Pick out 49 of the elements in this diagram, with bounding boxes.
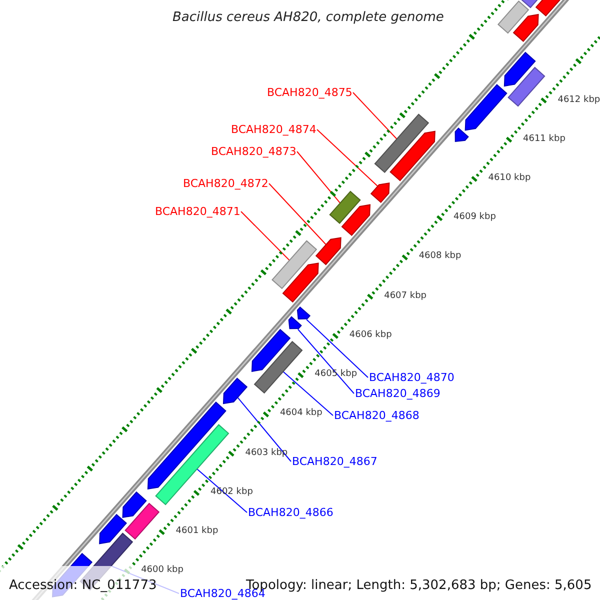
scale-label: 4601 kbp bbox=[176, 527, 218, 536]
gene-label: BCAH820_4875 bbox=[267, 87, 352, 98]
leader-line bbox=[240, 211, 290, 261]
gene-block bbox=[122, 491, 147, 518]
leader-line bbox=[316, 129, 378, 187]
leader-line bbox=[297, 328, 354, 394]
scale-label: 4611 kbp bbox=[523, 134, 566, 144]
gene-block bbox=[341, 204, 371, 236]
gene-label: BCAH820_4871 bbox=[155, 206, 240, 217]
gene-label: BCAH820_4874 bbox=[231, 124, 316, 135]
gene-label: BCAH820_4870 bbox=[369, 372, 454, 383]
gene-label: BCAH820_4867 bbox=[292, 456, 378, 467]
leader-line bbox=[268, 183, 327, 246]
gene-block bbox=[296, 306, 311, 320]
scale-label: 4607 kbp bbox=[384, 292, 427, 301]
gene-block bbox=[251, 328, 291, 372]
gene-block bbox=[99, 514, 127, 544]
leader-line bbox=[282, 371, 334, 416]
gene-bar bbox=[497, 0, 530, 34]
leader-line bbox=[306, 319, 368, 378]
scale-label: 4604 kbp bbox=[280, 409, 322, 418]
scale-label: 4600 kbp bbox=[141, 566, 184, 576]
gene-block bbox=[288, 316, 302, 330]
scale-label: 4610 kbp bbox=[488, 174, 531, 183]
gene-block bbox=[464, 84, 508, 131]
gene-label: BCAH820_4868 bbox=[334, 410, 420, 421]
gene-block bbox=[504, 52, 536, 87]
scale-label: 4606 kbp bbox=[349, 330, 392, 340]
gene-block bbox=[512, 14, 539, 42]
gene-block bbox=[315, 237, 342, 266]
scale-label: 4605 kbp bbox=[314, 370, 358, 380]
leader-line bbox=[196, 468, 248, 513]
gene-block bbox=[370, 182, 390, 204]
scale-label: 4612 kbp bbox=[558, 96, 600, 104]
leader-line bbox=[296, 151, 341, 204]
gene-block bbox=[222, 378, 248, 404]
leader-line bbox=[352, 92, 398, 140]
gene-block bbox=[390, 130, 436, 182]
gene-bar bbox=[124, 502, 160, 540]
gene-block bbox=[454, 127, 469, 142]
scale-label: 4609 kbp bbox=[454, 213, 496, 222]
gene-label: BCAH820_4869 bbox=[355, 388, 440, 399]
gene-label: BCAH820_4872 bbox=[183, 178, 268, 189]
title: Bacillus cereus AH820, complete genome bbox=[172, 11, 444, 24]
scale-label: 4608 kbp bbox=[418, 252, 462, 262]
gene-label: BCAH820_4866 bbox=[248, 507, 334, 518]
accession-text: Accession: NC_011773 bbox=[9, 579, 157, 592]
gene-label: BCAH820_4873 bbox=[211, 146, 296, 157]
gene-block bbox=[282, 262, 319, 303]
